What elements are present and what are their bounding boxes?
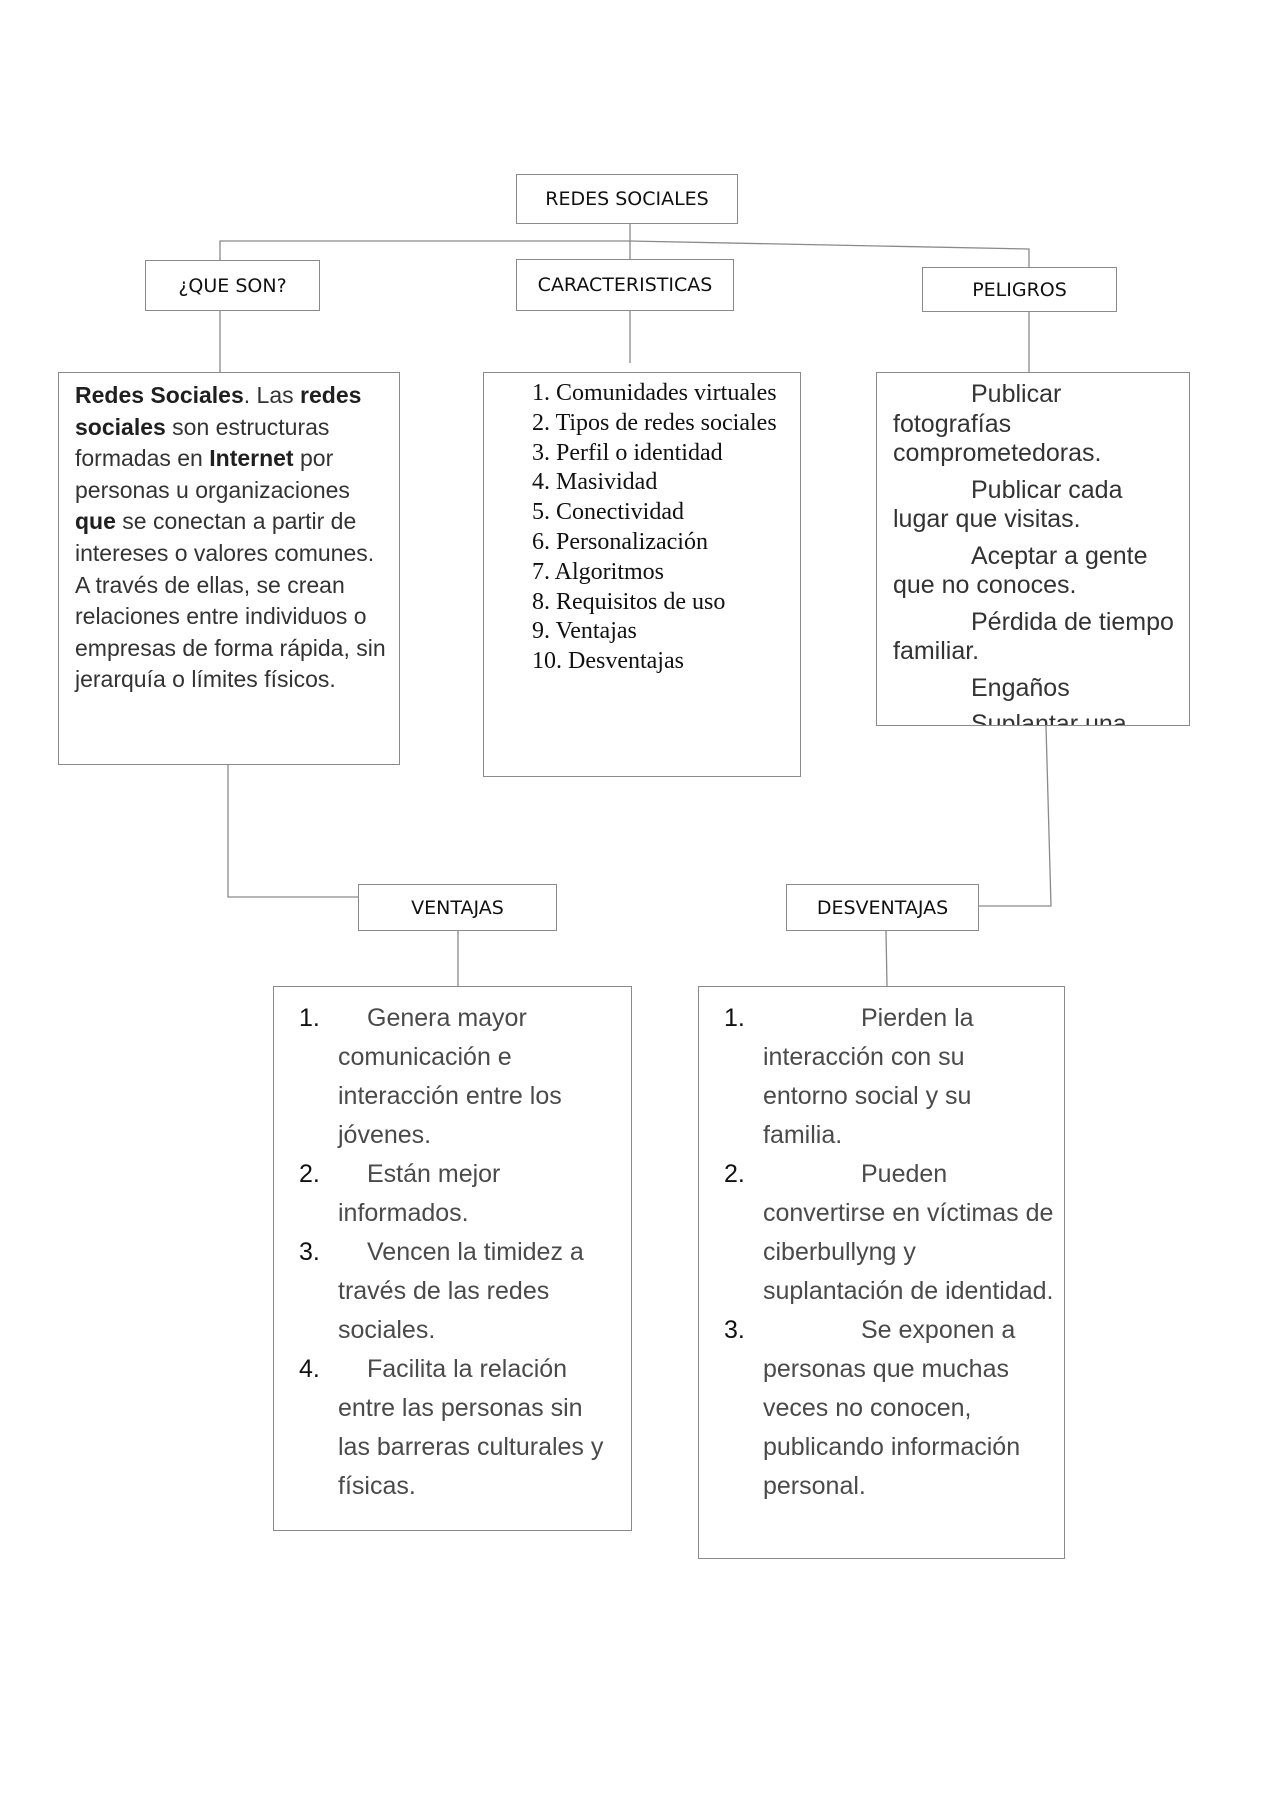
ventaja-item: 2. Están mejor informados.	[299, 1155, 621, 1233]
desventaja-number: 3.	[724, 1316, 745, 1344]
caracteristica-item: 10. Desventajas	[532, 648, 684, 675]
peligro-item: Publicar cada lugar que visitas.	[893, 475, 1123, 534]
desventaja-text: Pierden la interacción con su entorno so…	[763, 1004, 974, 1149]
desventaja-number: 2.	[724, 1160, 745, 1188]
definition-text-8: se conectan a partir de intereses o valo…	[75, 508, 386, 693]
caracteristica-item: 3. Perfil o identidad	[532, 439, 723, 466]
caracteristica-item: 9. Ventajas	[532, 618, 637, 645]
ventaja-text: Vencen la timidez a través de las redes …	[338, 1238, 584, 1344]
caracteristica-item: 7. Algoritmos	[532, 558, 665, 585]
ventajas-label: VENTAJAS	[411, 896, 504, 919]
connector-def-ventajas	[227, 765, 358, 898]
title-node: REDES SOCIALES	[516, 174, 738, 224]
desventaja-text: Pueden convertirse en víctimas de ciberb…	[763, 1160, 1054, 1305]
definition-node: Redes Sociales. Las redes sociales son e…	[58, 372, 400, 765]
desventajas-node: DESVENTAJAS	[786, 884, 979, 931]
desventajas-list-node: 1. Pierden la interacción con su entorno…	[698, 986, 1065, 1559]
ventaja-number: 1.	[299, 1004, 320, 1032]
caracteristicas-node: CARACTERISTICAS	[516, 259, 734, 311]
ventaja-text: Están mejor informados.	[338, 1160, 501, 1227]
ventaja-number: 4.	[299, 1355, 320, 1383]
definition-text-6: por personas u organizaciones	[75, 445, 350, 503]
caracteristica-item: 4. Masividad	[532, 469, 658, 496]
title-label: REDES SOCIALES	[545, 188, 709, 210]
desventaja-text: Se exponen a personas que muchas veces n…	[763, 1316, 1021, 1500]
caracteristica-item: 6. Personalización	[532, 528, 708, 555]
connector-peligros-desventajas	[979, 725, 1052, 907]
peligro-item: Engaños	[971, 673, 1070, 702]
ventaja-number: 2.	[299, 1160, 320, 1188]
peligro-item: Publicar fotografías comprometedoras.	[893, 380, 1102, 467]
peligro-item: Suplantar una identidad	[971, 710, 1127, 726]
caracteristicas-label: CARACTERISTICAS	[537, 274, 713, 296]
ventajas-list-node: 1. Genera mayor comunicación e interacci…	[273, 986, 632, 1531]
que-son-node: ¿QUE SON?	[145, 260, 320, 311]
peligro-item: Pérdida de tiempo familiar.	[893, 607, 1174, 666]
desventaja-item: 1. Pierden la interacción con su entorno…	[724, 999, 1054, 1155]
ventaja-item: 3. Vencen la timidez a través de las red…	[299, 1233, 621, 1350]
definition-bold-1: Redes Sociales	[75, 382, 244, 408]
desventaja-number: 1.	[724, 1004, 745, 1032]
caracteristicas-list-node: 1. Comunidades virtuales 2. Tipos de red…	[483, 372, 801, 777]
caracteristica-item: 1. Comunidades virtuales	[532, 380, 777, 406]
connector-desventajas-list	[885, 930, 888, 987]
ventaja-item: 4. Facilita la relación entre las person…	[299, 1350, 621, 1506]
definition-text-2: . Las	[243, 382, 301, 408]
ventaja-text: Genera mayor comunicación e interacción …	[338, 1004, 562, 1149]
que-son-label: ¿QUE SON?	[178, 274, 287, 297]
desventaja-item: 3. Se exponen a personas que muchas vece…	[724, 1311, 1054, 1506]
ventajas-node: VENTAJAS	[358, 884, 557, 931]
peligro-item: Aceptar a gente que no conoces.	[893, 541, 1148, 600]
desventajas-label: DESVENTAJAS	[816, 896, 949, 919]
caracteristica-item: 8. Requisitos de uso	[532, 588, 726, 615]
definition-bold-7: que	[75, 508, 116, 535]
peligros-list-node: Publicar fotografías comprometedoras. Pu…	[876, 372, 1190, 726]
ventaja-text: Facilita la relación entre las personas …	[338, 1355, 604, 1500]
definition-bold-5: Internet	[209, 445, 294, 472]
definition-bold-3: redes sociales	[75, 382, 362, 440]
peligros-node: PELIGROS	[922, 267, 1117, 312]
ventaja-item: 1. Genera mayor comunicación e interacci…	[299, 999, 621, 1155]
desventaja-item: 2. Pueden convertirse en víctimas de cib…	[724, 1155, 1054, 1311]
definition-text-4: son estructuras formadas en	[75, 413, 330, 472]
caracteristica-item: 2. Tipos de redes sociales	[532, 409, 777, 436]
ventaja-number: 3.	[299, 1238, 320, 1266]
peligros-label: PELIGROS	[972, 278, 1067, 301]
caracteristica-item: 5. Conectividad	[532, 499, 684, 526]
